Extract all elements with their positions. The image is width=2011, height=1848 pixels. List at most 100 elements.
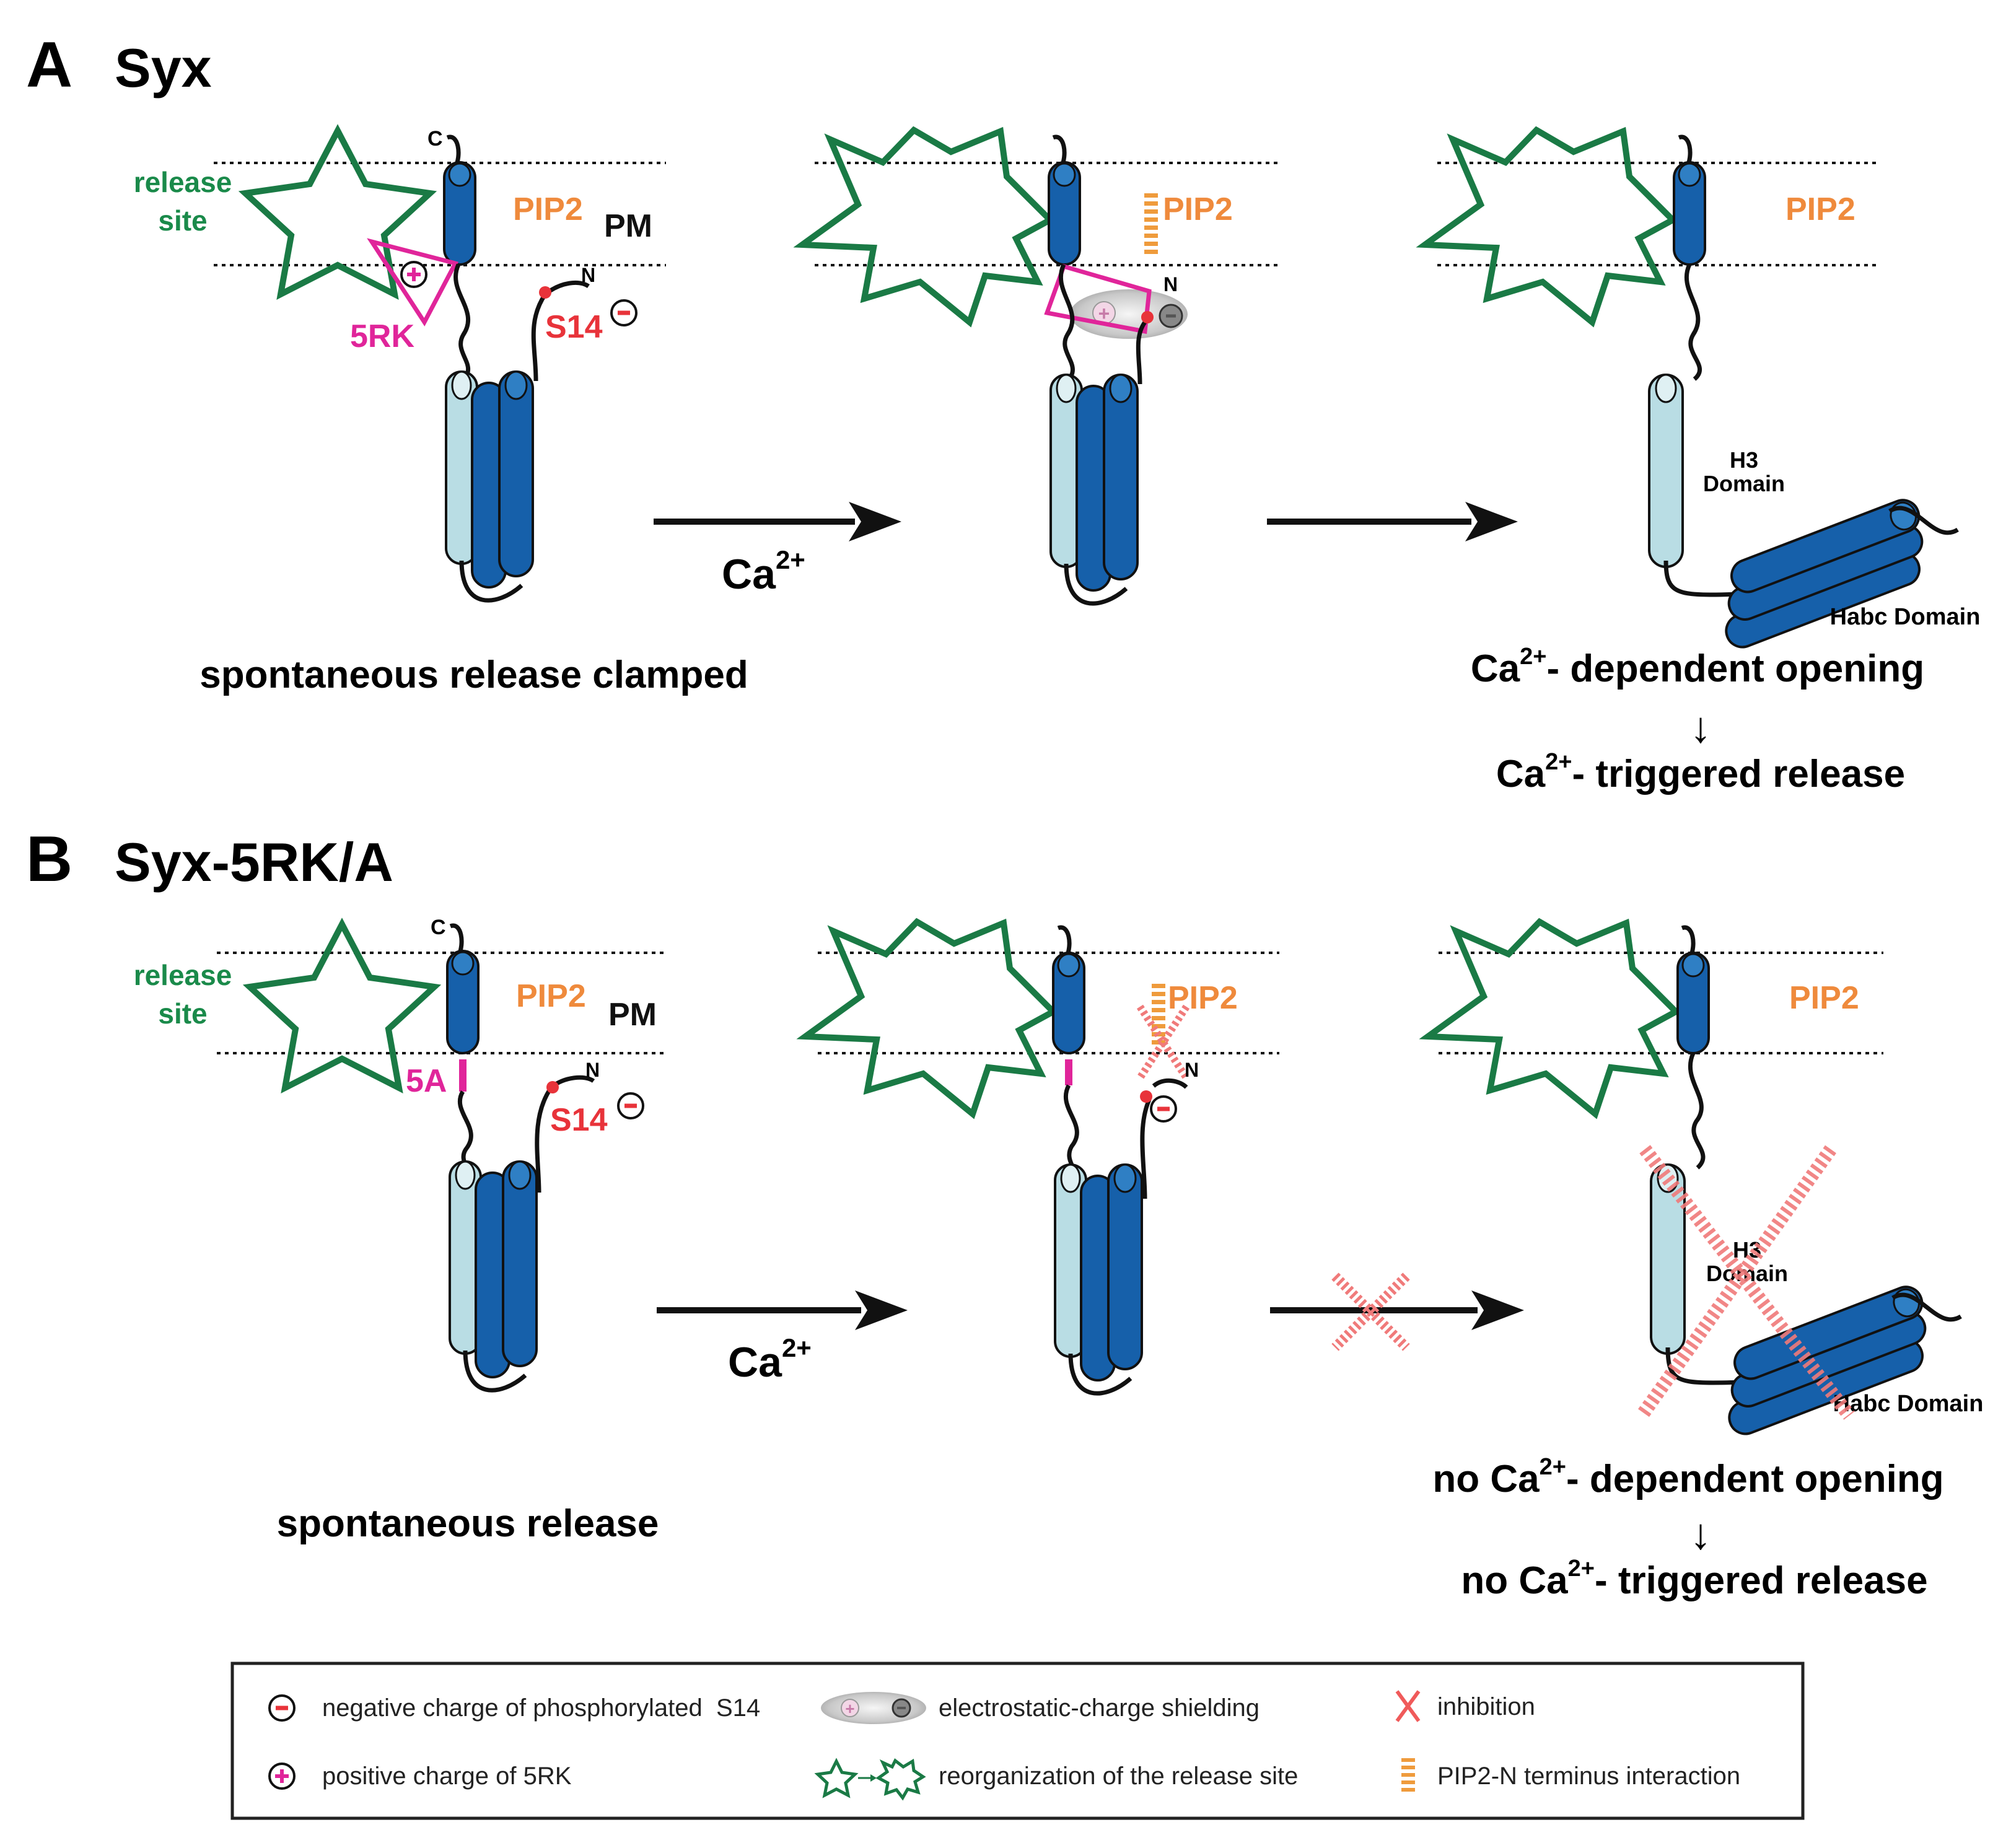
reorganized-release-site bbox=[796, 917, 1059, 1119]
s14-label: S14 bbox=[545, 309, 603, 345]
inhibition-cross-open-state bbox=[1636, 1145, 1855, 1420]
transmembrane-helix bbox=[446, 950, 480, 1054]
transition-arrow-a2 bbox=[1267, 502, 1518, 541]
5rk-triangle bbox=[1044, 263, 1152, 335]
state-a3-open: PIP2 H3 Domain Habc Domain bbox=[1416, 126, 1981, 649]
svg-text:+: + bbox=[1098, 302, 1110, 325]
panel-a-letter: A bbox=[26, 29, 72, 101]
state-b1-spontaneous: release site C PIP2 PM 5A N S14 bbox=[134, 916, 657, 1390]
n-terminus-label: N bbox=[1185, 1059, 1199, 1081]
release-site-star bbox=[238, 124, 437, 300]
transition-arrow-a1: Ca2+ bbox=[654, 502, 901, 598]
pip2-interaction-bar bbox=[1144, 193, 1158, 254]
state-a1-clamped: release site C PIP2 PM 5RK N S14 bbox=[134, 124, 652, 600]
legend-negative-charge: negative charge of phosphorylated S14 bbox=[322, 1694, 760, 1722]
h3-helix bbox=[1648, 374, 1684, 568]
caption-spontaneous-clamped: spontaneous release clamped bbox=[199, 654, 748, 696]
pip2-label: PIP2 bbox=[516, 978, 586, 1014]
5a-mutation-marker bbox=[1065, 1059, 1072, 1085]
legend-box bbox=[230, 1662, 1805, 1820]
shielding-icon: + bbox=[821, 1692, 926, 1724]
negative-charge-icon bbox=[269, 1696, 294, 1720]
negative-charge-icon bbox=[618, 1093, 643, 1118]
5rk-label: 5RK bbox=[350, 318, 414, 354]
panel-a-title: Syx bbox=[115, 37, 212, 99]
closed-helix-bundle bbox=[1051, 375, 1137, 603]
pip2-label: PIP2 bbox=[513, 191, 583, 227]
pip2-bar-icon bbox=[1401, 1758, 1415, 1792]
legend-inhibition: inhibition bbox=[1437, 1693, 1535, 1720]
inhibition-cross-arrow bbox=[1331, 1272, 1410, 1351]
calcium-label: Ca2+ bbox=[722, 545, 805, 598]
caption-no-dependent-opening: no Ca2+- dependent opening bbox=[1432, 1454, 1943, 1500]
release-site-label: release bbox=[134, 166, 232, 198]
state-a2-calcium: PIP2 + N bbox=[793, 126, 1233, 603]
pip2-interaction-bar bbox=[1152, 984, 1165, 1044]
legend-reorganization: reorganization of the release site bbox=[939, 1763, 1298, 1790]
h3-domain-label: H3 bbox=[1730, 447, 1758, 473]
membrane-lines-a bbox=[214, 162, 1880, 266]
habc-domain bbox=[1725, 499, 1924, 649]
habc-domain-label: Habc Domain bbox=[1833, 1391, 1984, 1417]
n-terminus-label: N bbox=[585, 1059, 600, 1081]
svg-text:+: + bbox=[845, 1699, 854, 1718]
reorganized-release-site bbox=[1419, 917, 1681, 1119]
closed-helix-bundle bbox=[446, 372, 533, 600]
panel-b-title: Syx-5RK/A bbox=[115, 831, 393, 893]
transmembrane-helix bbox=[1052, 952, 1085, 1054]
closed-helix-bundle bbox=[450, 1162, 537, 1390]
caption-triggered-release: Ca2+- triggered release bbox=[1496, 749, 1905, 795]
c-terminus-label: C bbox=[431, 916, 446, 939]
5a-mutation-marker bbox=[459, 1059, 467, 1092]
positive-charge-icon bbox=[269, 1764, 294, 1789]
star-reorganization-icon bbox=[814, 1758, 926, 1801]
release-site-label: release bbox=[134, 959, 232, 991]
legend-shielding: electrostatic-charge shielding bbox=[939, 1694, 1260, 1722]
caption-no-triggered-release: no Ca2+- triggered release bbox=[1461, 1556, 1927, 1602]
n-terminus-label: N bbox=[581, 264, 595, 286]
caption-down-arrow: ↓ bbox=[1690, 703, 1712, 751]
pm-label: PM bbox=[608, 997, 657, 1033]
inhibition-cross-pip2 bbox=[1136, 1004, 1190, 1080]
release-site-star bbox=[242, 917, 442, 1094]
n-terminus-label: N bbox=[1163, 273, 1178, 296]
pip2-label: PIP2 bbox=[1168, 980, 1238, 1016]
negative-charge-icon bbox=[1151, 1097, 1176, 1121]
legend-pip2-interaction: PIP2-N terminus interaction bbox=[1437, 1763, 1740, 1790]
5rk-triangle bbox=[367, 238, 459, 326]
reorganized-release-site bbox=[793, 126, 1056, 328]
transition-arrow-b2-blocked bbox=[1270, 1272, 1524, 1351]
5a-label: 5A bbox=[406, 1063, 447, 1099]
panel-a: A Syx release site C PIP2 PM 5RK bbox=[26, 29, 1980, 795]
pip2-label: PIP2 bbox=[1789, 980, 1859, 1016]
h3-helix bbox=[1650, 1163, 1686, 1355]
state-b2-calcium: PIP2 N bbox=[796, 917, 1238, 1393]
closed-helix-bundle bbox=[1055, 1165, 1142, 1393]
calcium-label: Ca2+ bbox=[728, 1333, 812, 1386]
transition-arrow-b1: Ca2+ bbox=[657, 1290, 908, 1386]
positive-charge-icon bbox=[401, 262, 426, 287]
inhibition-icon bbox=[1395, 1690, 1421, 1722]
panel-b-letter: B bbox=[26, 823, 72, 895]
state-b3-blocked: PIP2 H3 Domain Habc Domain bbox=[1419, 917, 1984, 1435]
habc-domain-label: Habc Domain bbox=[1830, 604, 1981, 630]
caption-spontaneous: spontaneous release bbox=[277, 1502, 659, 1545]
pip2-label: PIP2 bbox=[1163, 191, 1233, 227]
legend: negative charge of phosphorylated S14 po… bbox=[230, 1662, 1805, 1820]
caption-dependent-opening: Ca2+- dependent opening bbox=[1471, 644, 1924, 690]
h3-domain-label-2: Domain bbox=[1703, 471, 1785, 496]
reorganized-release-site bbox=[1416, 126, 1678, 328]
charge-shielding bbox=[1070, 289, 1188, 339]
pip2-label: PIP2 bbox=[1785, 191, 1855, 227]
release-site-label-2: site bbox=[158, 204, 207, 237]
negative-charge-icon bbox=[611, 300, 636, 325]
pm-label: PM bbox=[604, 208, 652, 244]
release-site-label-2: site bbox=[158, 997, 207, 1030]
s14-label: S14 bbox=[550, 1102, 608, 1138]
panel-b: B Syx-5RK/A release site C PIP2 PM 5A bbox=[26, 823, 1983, 1602]
transmembrane-helix bbox=[443, 161, 476, 266]
c-terminus-label: C bbox=[427, 127, 443, 151]
caption-down-arrow: ↓ bbox=[1690, 1510, 1712, 1558]
legend-positive-charge: positive charge of 5RK bbox=[322, 1763, 572, 1790]
